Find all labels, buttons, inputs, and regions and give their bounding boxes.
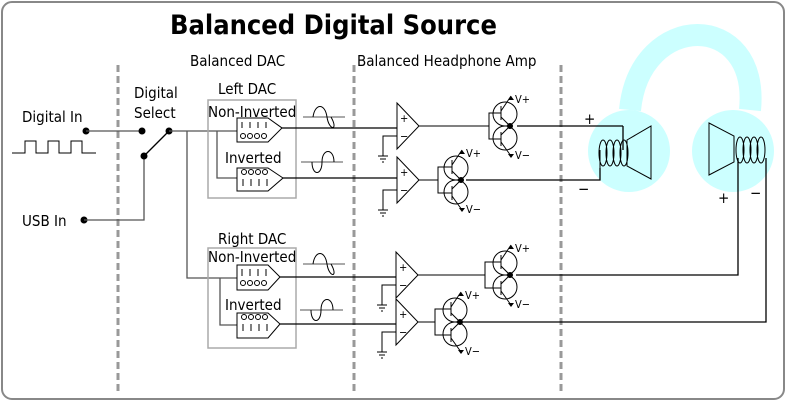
v-minus-label: V− xyxy=(515,298,530,311)
left-speaker-icon xyxy=(626,125,652,180)
usb-in-label: USB In xyxy=(22,212,67,230)
right-dac-label: Right DAC xyxy=(218,230,286,248)
v-minus-label: V− xyxy=(466,203,481,216)
headphone-icon xyxy=(588,24,774,192)
right-earpiece-coil-icon xyxy=(735,136,766,164)
push-pull-output-stage: V+ V− xyxy=(419,93,530,162)
diagram-title: Balanced Digital Source xyxy=(170,10,497,41)
digital-waveform-icon xyxy=(12,140,96,154)
sine-wave-icon xyxy=(303,253,345,275)
v-minus-label: V− xyxy=(515,149,530,162)
output-junction xyxy=(457,319,463,325)
right-dac-noninverted-label: Non-Inverted xyxy=(208,248,296,266)
left-minus-label: − xyxy=(578,180,589,198)
ground-icon xyxy=(378,209,388,217)
ground-icon xyxy=(377,304,387,312)
right-speaker-icon xyxy=(708,122,735,176)
left-dac-inverted-converter xyxy=(236,167,284,192)
opamp-plus-label: + xyxy=(400,112,408,125)
v-plus-label: V+ xyxy=(465,289,480,302)
left-dac-box xyxy=(207,99,297,199)
v-minus-label: V− xyxy=(465,345,480,358)
right-dac-inverted-converter xyxy=(236,312,281,339)
right-plus-label: + xyxy=(718,189,729,207)
inverted-sine-wave-icon xyxy=(301,151,343,173)
opamp-minus-label: − xyxy=(400,184,408,197)
digital-select-label-1: Digital xyxy=(134,84,178,102)
pnp-transistor-icon: V− xyxy=(492,274,530,311)
opamp-plus-label: + xyxy=(400,166,408,179)
left-earpiece-coil-icon xyxy=(598,139,629,168)
v-plus-label: V+ xyxy=(466,147,481,160)
push-pull-output-stage: V+ V− xyxy=(418,242,530,311)
pnp-transistor-icon: V− xyxy=(443,179,481,216)
opamp-minus-label: − xyxy=(399,279,407,292)
pnp-transistor-icon: V− xyxy=(492,125,530,162)
opamp-minus-label: − xyxy=(399,326,407,339)
left-dac-label: Left DAC xyxy=(218,80,276,98)
ground-icon xyxy=(378,155,388,163)
opamp-icon: +− xyxy=(377,250,419,312)
ground-icon xyxy=(377,351,387,359)
section-label-dac: Balanced DAC xyxy=(190,52,285,70)
opamp-icon: +− xyxy=(378,155,420,217)
output-junction xyxy=(507,272,513,278)
v-plus-label: V+ xyxy=(515,93,530,106)
opamp-plus-label: + xyxy=(399,308,407,321)
npn-transistor-icon: V+ xyxy=(443,147,481,181)
right-dac-noninverted-converter xyxy=(236,264,281,291)
output-junction xyxy=(458,177,464,183)
opamp-plus-label: + xyxy=(399,261,407,274)
left-plus-label: + xyxy=(584,110,595,128)
opamp-icon: +− xyxy=(378,101,420,163)
digital-select-label-2: Select xyxy=(134,104,176,122)
npn-transistor-icon: V+ xyxy=(442,289,480,323)
output-junction xyxy=(507,123,513,129)
push-pull-output-stage: V+ V− xyxy=(419,147,481,216)
left-dac-inverted-label: Inverted xyxy=(225,149,282,167)
left-dac-noninverted-converter xyxy=(236,117,283,143)
right-dac-box xyxy=(207,247,297,349)
sine-wave-icon xyxy=(303,106,345,128)
opamp-icon: +− xyxy=(377,297,419,359)
push-pull-output-stage: V+ V− xyxy=(418,289,480,358)
inverted-sine-wave-icon xyxy=(300,299,343,321)
right-minus-label: − xyxy=(750,184,761,202)
section-label-amp: Balanced Headphone Amp xyxy=(357,52,536,70)
left-dac-noninverted-label: Non-Inverted xyxy=(208,103,296,121)
digital-in-label: Digital In xyxy=(22,108,83,126)
v-plus-label: V+ xyxy=(515,242,530,255)
opamp-minus-label: − xyxy=(400,130,408,143)
right-dac-inverted-label: Inverted xyxy=(225,296,282,314)
